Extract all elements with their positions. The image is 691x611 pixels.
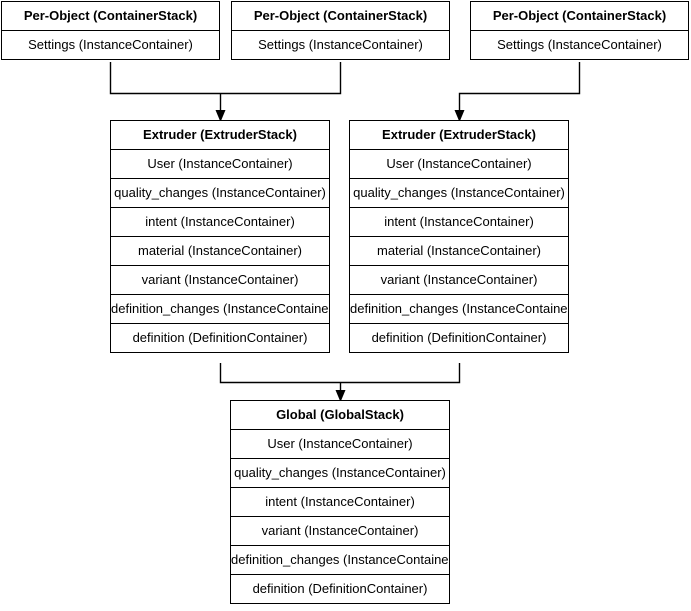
global-stack: Global (GlobalStack) User (InstanceConta… [230, 400, 450, 604]
extruder-stack-2-row-intent: intent (InstanceContainer) [349, 207, 569, 237]
per-object-stack-2: Per-Object (ContainerStack) Settings (In… [231, 1, 450, 60]
extruder-stack-2-row-quality-changes: quality_changes (InstanceContainer) [349, 178, 569, 208]
extruder-stack-2-row-definition: definition (DefinitionContainer) [349, 323, 569, 353]
global-stack-row-user: User (InstanceContainer) [230, 429, 450, 459]
extruder-stack-1-row-definition: definition (DefinitionContainer) [110, 323, 330, 353]
connector-extruder1-to-global [219, 363, 340, 384]
global-stack-row-quality-changes: quality_changes (InstanceContainer) [230, 458, 450, 488]
global-stack-row-variant: variant (InstanceContainer) [230, 516, 450, 546]
extruder-stack-2: Extruder (ExtruderStack) User (InstanceC… [349, 120, 569, 353]
per-object-stack-3: Per-Object (ContainerStack) Settings (In… [470, 1, 689, 60]
extruder-stack-2-row-definition-changes: definition_changes (InstanceContainer) [349, 294, 569, 324]
extruder-stack-1: Extruder (ExtruderStack) User (InstanceC… [110, 120, 330, 353]
extruder-stack-1-row-user: User (InstanceContainer) [110, 149, 330, 179]
per-object-stack-1: Per-Object (ContainerStack) Settings (In… [1, 1, 220, 60]
extruder-stack-1-row-definition-changes: definition_changes (InstanceContainer) [110, 294, 330, 324]
global-stack-row-definition-changes: definition_changes (InstanceContainer) [230, 545, 450, 575]
extruder-stack-1-row-quality-changes: quality_changes (InstanceContainer) [110, 178, 330, 208]
per-object-stack-3-header: Per-Object (ContainerStack) [470, 1, 689, 31]
extruder-stack-2-row-material: material (InstanceContainer) [349, 236, 569, 266]
extruder-stack-1-row-variant: variant (InstanceContainer) [110, 265, 330, 295]
connector-perobject1-to-extruder1 [109, 62, 220, 95]
extruder-stack-2-row-variant: variant (InstanceContainer) [349, 265, 569, 295]
per-object-stack-3-row-settings: Settings (InstanceContainer) [470, 30, 689, 60]
per-object-stack-1-row-settings: Settings (InstanceContainer) [1, 30, 220, 60]
connector-perobject2-to-extruder1 [220, 62, 342, 95]
per-object-stack-2-header: Per-Object (ContainerStack) [231, 1, 450, 31]
global-stack-row-intent: intent (InstanceContainer) [230, 487, 450, 517]
extruder-stack-2-header: Extruder (ExtruderStack) [349, 120, 569, 150]
extruder-stack-2-row-user: User (InstanceContainer) [349, 149, 569, 179]
connector-extruder2-to-global [340, 363, 461, 384]
extruder-stack-1-header: Extruder (ExtruderStack) [110, 120, 330, 150]
extruder-stack-1-row-material: material (InstanceContainer) [110, 236, 330, 266]
per-object-stack-2-row-settings: Settings (InstanceContainer) [231, 30, 450, 60]
global-stack-row-definition: definition (DefinitionContainer) [230, 574, 450, 604]
per-object-stack-1-header: Per-Object (ContainerStack) [1, 1, 220, 31]
global-stack-header: Global (GlobalStack) [230, 400, 450, 430]
extruder-stack-1-row-intent: intent (InstanceContainer) [110, 207, 330, 237]
connector-perobject3-to-extruder2 [458, 62, 581, 114]
